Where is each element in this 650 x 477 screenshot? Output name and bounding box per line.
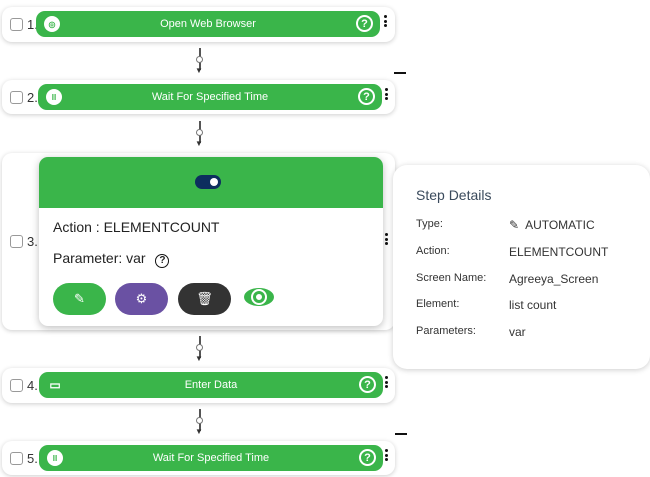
detail-row-action: Action:ELEMENTCOUNT (416, 245, 609, 259)
chrome-icon: ◎ (44, 16, 60, 32)
pencil-icon: ✎ (509, 218, 520, 232)
step-number: 3. (27, 234, 38, 249)
step-label: Enter Data (184, 379, 238, 391)
step-number: 1. (27, 17, 38, 32)
settings-button[interactable]: ⚙ (115, 283, 168, 315)
step-card-5: 5. II Wait For Specified Time ? (2, 441, 395, 475)
step-bar[interactable]: II Wait For Specified Time ? (39, 445, 383, 471)
help-icon[interactable]: ? (356, 15, 373, 32)
detail-row-type: Type:✎AUTOMATIC (416, 218, 595, 232)
step-checkbox[interactable] (10, 91, 23, 104)
step-expanded-panel: Action : ELEMENTCOUNT Parameter: var ? ✎… (39, 157, 383, 326)
step-checkbox[interactable] (10, 235, 23, 248)
detail-row-parameters: Parameters:var (416, 325, 526, 339)
step-details-title: Step Details (416, 187, 492, 203)
detail-row-screen: Screen Name:Agreeya_Screen (416, 272, 599, 286)
parameter-text: Parameter: var ? (53, 250, 170, 268)
delete-button[interactable]: 🗑 (178, 283, 231, 315)
step-card-1: 1. ◎ Open Web Browser ? (2, 7, 395, 42)
eye-icon[interactable] (244, 288, 274, 306)
enable-toggle[interactable] (195, 175, 221, 189)
more-options-icon[interactable] (385, 449, 389, 463)
help-icon[interactable]: ? (155, 254, 170, 268)
step-label: Wait For Specified Time (151, 91, 269, 103)
help-icon[interactable]: ? (358, 88, 375, 105)
edit-icon: ✎ (74, 291, 85, 306)
collapse-icon[interactable] (394, 72, 406, 74)
monitor-code-icon: ▭ (49, 378, 61, 392)
connector-arrow: ▼ (195, 121, 203, 148)
connector-arrow: ▼ (195, 336, 203, 363)
action-text: Action : ELEMENTCOUNT (53, 219, 220, 235)
connector-arrow: ▼ (195, 409, 203, 436)
step-card-4: 4. ▭ Enter Data ? (2, 368, 395, 403)
step-checkbox[interactable] (10, 452, 23, 465)
step-number: 5. (27, 451, 38, 466)
step-number: 4. (27, 378, 38, 393)
more-options-icon[interactable] (385, 376, 389, 390)
step-bar[interactable]: II Wait For Specified Time ? (38, 84, 382, 110)
trash-icon: 🗑 (196, 291, 213, 306)
step-checkbox[interactable] (10, 18, 23, 31)
step-card-2: 2. II Wait For Specified Time ? (2, 80, 395, 114)
detail-row-element: Element:list count (416, 298, 557, 312)
step-number: 2. (27, 90, 38, 105)
more-options-icon[interactable] (384, 15, 388, 29)
more-options-icon[interactable] (385, 88, 389, 102)
collapse-icon[interactable] (395, 433, 407, 435)
step-checkbox[interactable] (10, 379, 23, 392)
pause-icon: II (46, 89, 62, 105)
help-icon[interactable]: ? (359, 449, 376, 466)
step-details-panel: Step Details Type:✎AUTOMATIC Action:ELEM… (393, 165, 650, 369)
step-bar[interactable]: ◎ Open Web Browser ? (36, 11, 380, 37)
pause-icon: II (47, 450, 63, 466)
more-options-icon[interactable] (385, 233, 389, 247)
step-label: Wait For Specified Time (152, 452, 270, 464)
connector-arrow: ▼ (195, 48, 203, 75)
gear-icon: ⚙ (135, 291, 148, 306)
help-icon[interactable]: ? (359, 376, 376, 393)
edit-button[interactable]: ✎ (53, 283, 106, 315)
step-bar[interactable]: ▭ Enter Data ? (39, 372, 383, 398)
step-label: Open Web Browser (160, 18, 256, 30)
